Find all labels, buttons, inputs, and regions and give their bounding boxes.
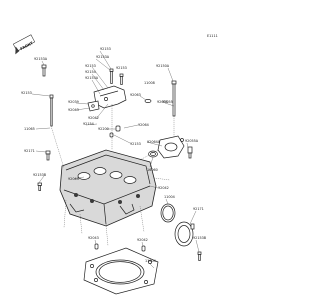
front-arrow-icon [12,34,36,55]
part-label: 92153 [100,47,111,51]
leader-lines [31,50,200,269]
front-label: FRONT [20,41,34,51]
o-ring-center-right [148,150,158,158]
part-label: 92154 [85,70,96,74]
assembly-lines [50,104,175,247]
part-label: 92153B [193,236,207,240]
part-label: 11004 [164,195,175,199]
part-label: 92153A [96,55,110,59]
part-labels: 92153A 92153 92153A 92153 92154 92153A 9… [21,47,199,199]
part-label: 92055 [162,100,173,104]
part-label: 92153A [34,57,48,61]
bolt-bottom-left [37,182,42,191]
part-label: 92063 [130,93,141,97]
part-label: 16060 [147,168,158,172]
o-ring-upper-right [144,99,152,103]
part-label: 92171 [24,149,35,153]
cylinder-head [59,149,157,227]
part-label: 92200 [98,127,109,131]
head-gasket [83,247,159,295]
part-label: 92064A [147,140,161,144]
part-label: 92043 [68,108,79,112]
bolt-right-lower [197,251,202,261]
part-label: 92154 [83,122,94,126]
bolt-top-center-1 [109,68,114,84]
part-label: 92042 [158,186,169,190]
front-indicator: FRONT [12,34,36,55]
intake-joint [174,221,195,247]
part-label: 11065 [24,127,35,131]
part-label: 11004 [145,259,156,263]
stud-left [49,94,54,127]
part-label: 92064 [138,123,149,127]
part-label: 92153 [130,142,141,146]
part-label: 92150A [156,64,170,68]
temp-sensor [187,146,193,159]
part-label: 92039 [68,100,79,104]
part-label: 92153A [85,76,99,80]
part-label: 92043 [88,236,99,240]
part-label: 92153B [33,173,47,177]
part-label: 92153 [85,64,96,68]
part-label: 92055 [157,100,168,104]
part-label: 92171 [193,207,204,211]
part-label: 92153 [21,91,32,95]
part-label: 92055A [185,139,199,143]
dowel-pins-center [109,125,121,138]
small-bracket [87,100,100,112]
clamp-ring [160,203,176,223]
part-label: 92043 [68,177,79,181]
part-label: 92153 [116,66,127,70]
part-labels-lower: 92171 92153B 92043 92042 11004 [88,207,207,263]
thermostat-housing [157,135,185,159]
page-code: E1111 [207,34,218,38]
bolt-left-lower [45,150,51,161]
bolt-top-center-2 [119,73,124,85]
dowel-pins-lower [94,243,146,252]
bolt-right-tall [171,80,177,117]
cylinder-head-diagram: E1111 FRONT [12,34,218,295]
part-label: 92042 [88,116,99,120]
part-label: 11008 [144,81,155,85]
bolt-upper-left [41,64,47,77]
part-label: 92042 [137,238,148,242]
